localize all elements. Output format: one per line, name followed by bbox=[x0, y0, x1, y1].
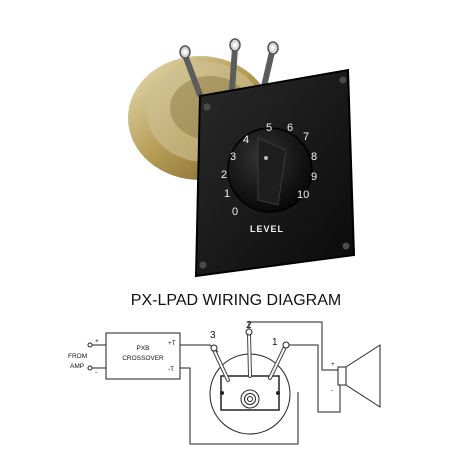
lpad-schematic bbox=[209, 328, 291, 435]
diagram-title: PX-LPAD WIRING DIAGRAM bbox=[131, 292, 341, 309]
dial-number-9: 9 bbox=[311, 171, 317, 183]
screw-hole-bottom-right bbox=[342, 242, 350, 250]
source-label-line2: AMP bbox=[70, 363, 84, 370]
dial-scale: 0 1 2 3 4 5 6 7 8 9 10 bbox=[221, 122, 317, 218]
lpad-photo: 0 1 2 3 4 5 6 7 8 9 10 LEVEL bbox=[128, 38, 356, 278]
dial-label: LEVEL bbox=[250, 224, 284, 234]
input-leads bbox=[87, 342, 106, 371]
source-label-line1: FROM bbox=[68, 353, 87, 360]
dial-number-2: 2 bbox=[221, 169, 227, 181]
screw-hole-bottom-left bbox=[199, 261, 207, 269]
terminal-1-label: 1 bbox=[272, 337, 278, 348]
lug-middle bbox=[229, 45, 238, 93]
lug-left bbox=[182, 52, 203, 98]
dial-number-3: 3 bbox=[230, 151, 236, 163]
crossover-out-minus: -T bbox=[168, 366, 174, 373]
screw-hole-top-left bbox=[203, 103, 211, 111]
mount-holes bbox=[199, 76, 350, 269]
dial-number-10: 10 bbox=[297, 189, 309, 201]
wire-minus-to-lpad bbox=[180, 367, 299, 445]
wire-terminal-2-to-speaker-plus bbox=[248, 321, 340, 371]
terminal-3-label: 3 bbox=[210, 330, 216, 341]
screw-hole-top-right bbox=[339, 76, 347, 84]
wire-terminal-1-to-speaker-minus bbox=[284, 344, 341, 413]
crossover-label-line1: PXB bbox=[136, 345, 149, 352]
crossover-label-line2: CROSSOVER bbox=[122, 355, 164, 362]
dial-number-0: 0 bbox=[232, 206, 238, 218]
crossover-box bbox=[105, 332, 181, 380]
terminal-2-label: 2 bbox=[246, 320, 252, 331]
crossover-out-plus: +T bbox=[168, 340, 176, 347]
dial-number-7: 7 bbox=[303, 131, 309, 143]
dial-number-6: 6 bbox=[287, 122, 293, 134]
input-minus-label: - bbox=[95, 369, 97, 376]
dial-number-4: 4 bbox=[243, 134, 249, 146]
dial-number-1: 1 bbox=[224, 188, 230, 200]
speaker-plus-label: + bbox=[331, 361, 335, 368]
input-plus-label: + bbox=[95, 338, 99, 345]
knob bbox=[227, 127, 313, 213]
dial-number-8: 8 bbox=[311, 151, 317, 163]
speaker-symbol bbox=[337, 344, 381, 408]
dial-number-5: 5 bbox=[266, 122, 272, 134]
wiring-diagram: FROM AMP + - PXB CROSSOVER +T -T 3 bbox=[68, 320, 381, 445]
speaker-minus-label: - bbox=[331, 387, 333, 394]
